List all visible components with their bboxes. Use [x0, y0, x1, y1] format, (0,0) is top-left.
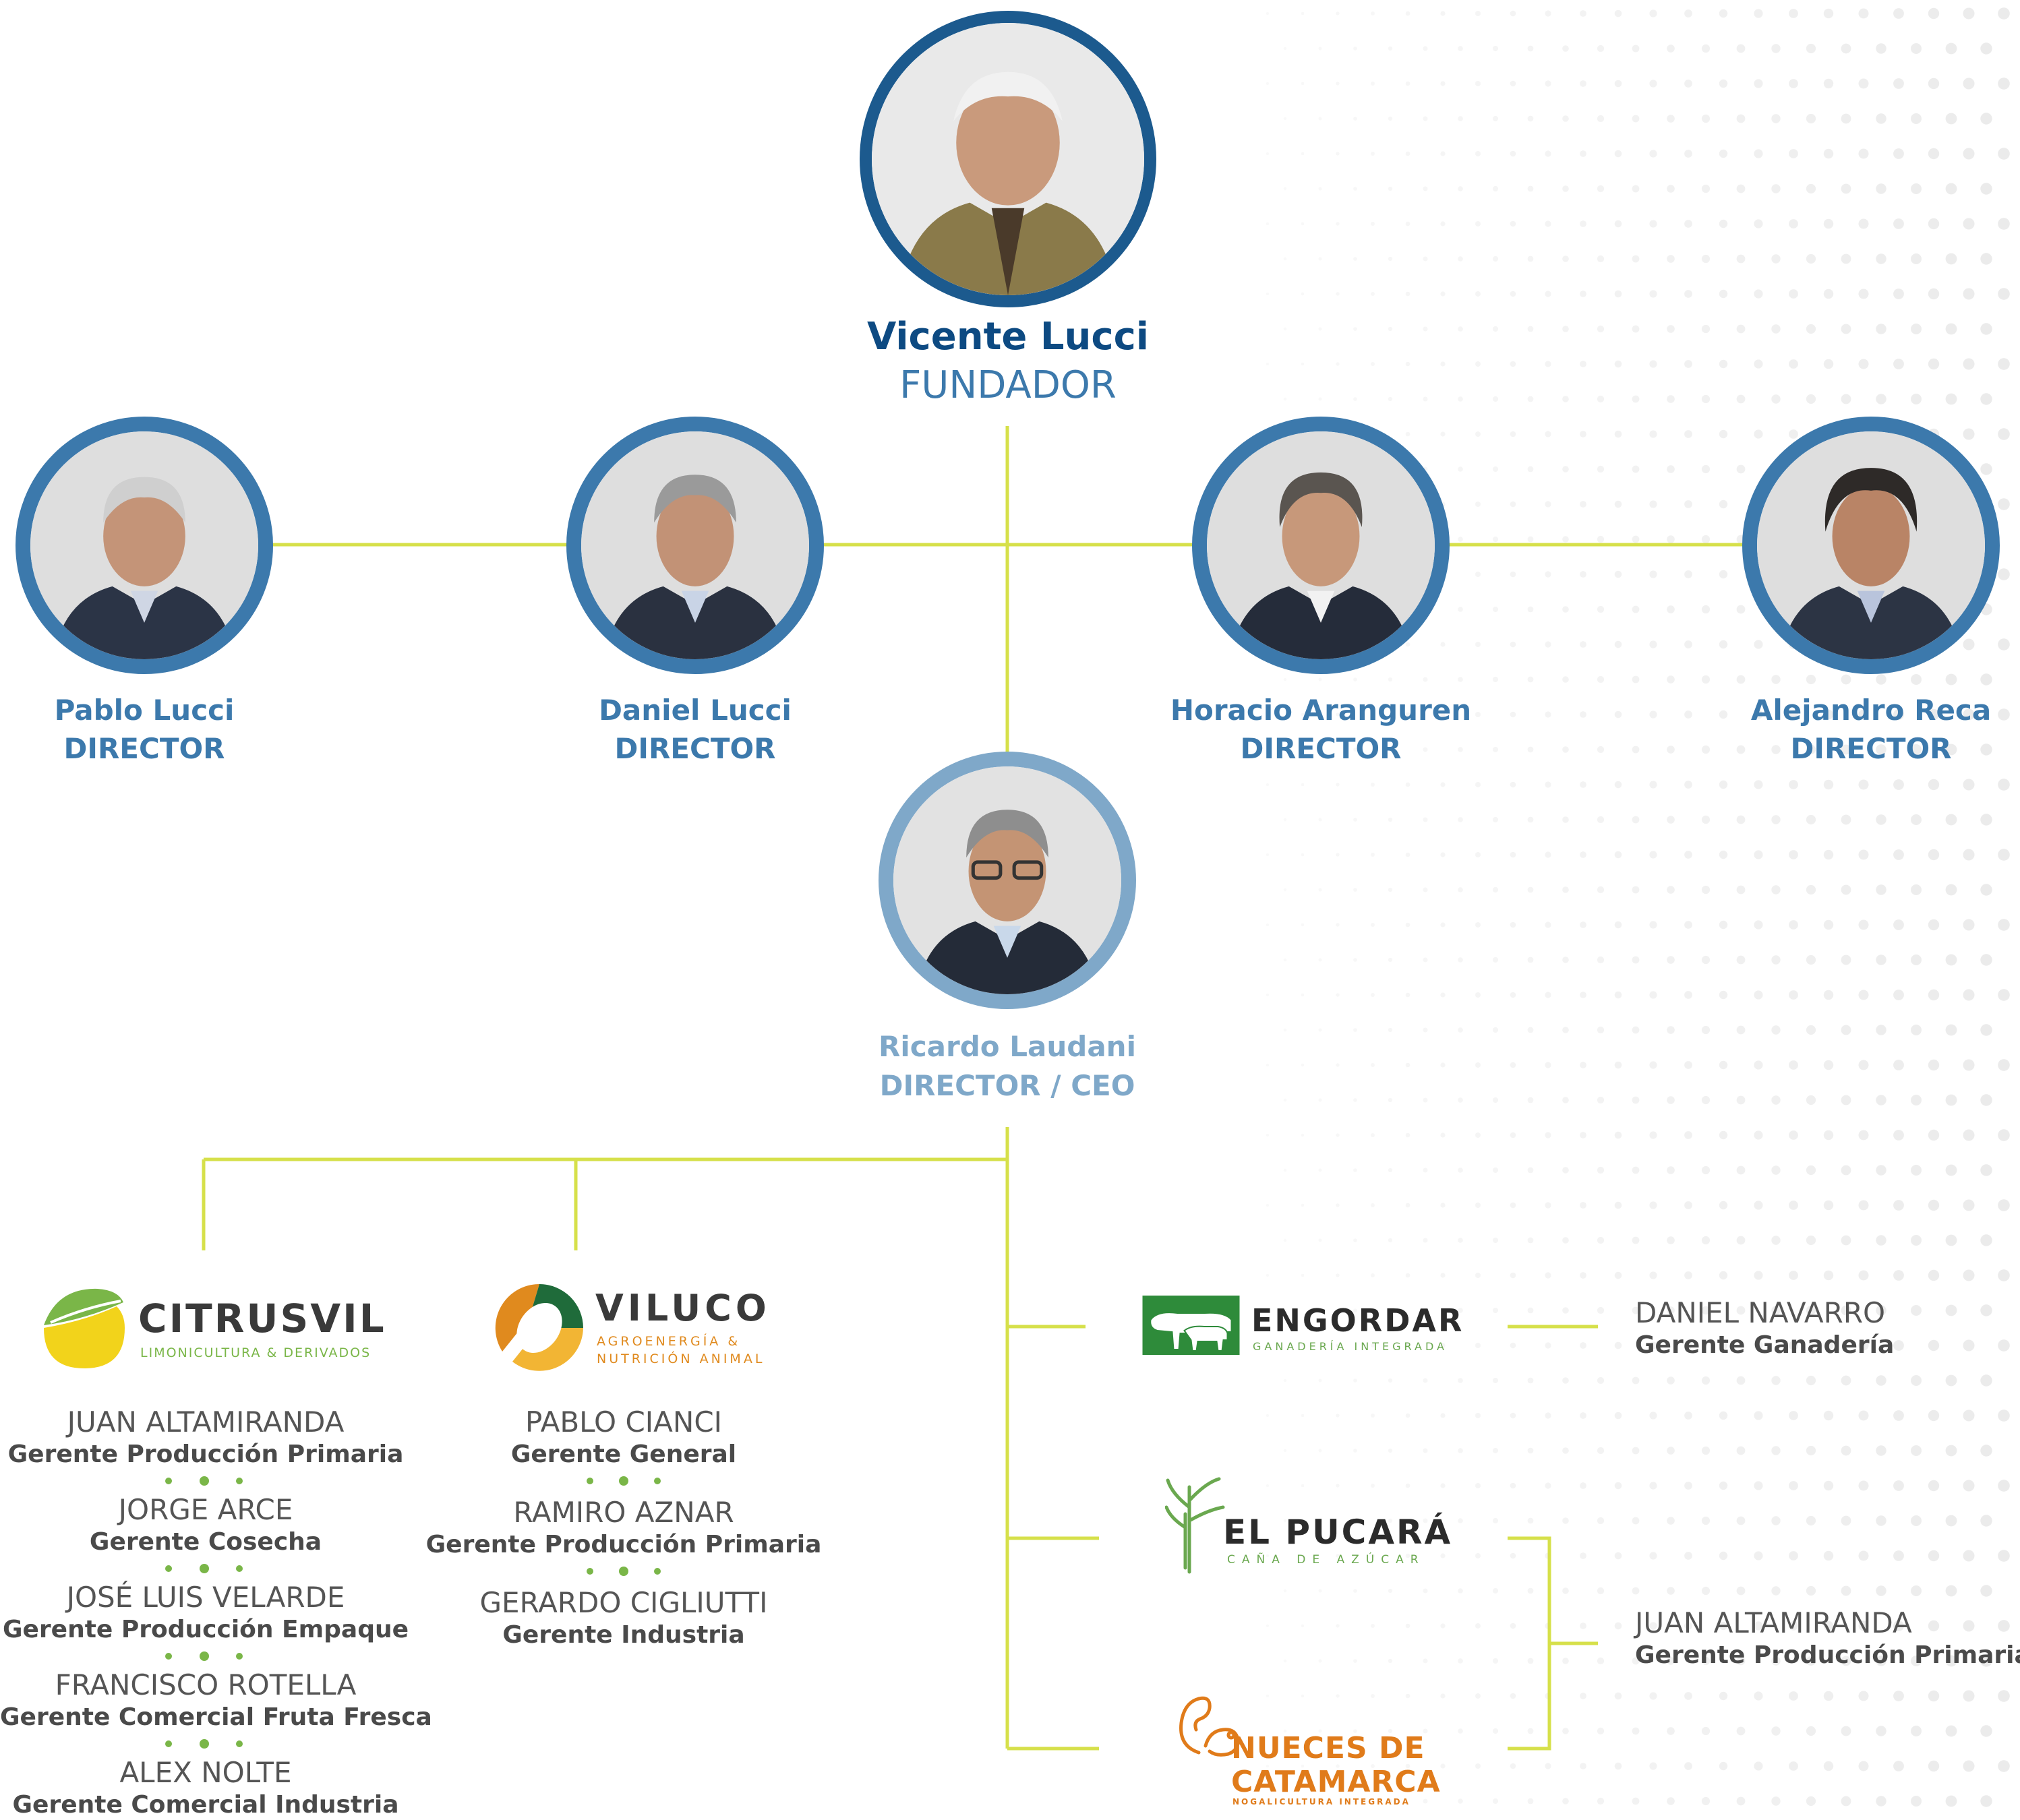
- director-title: DIRECTOR: [1790, 732, 1952, 765]
- portrait-icon: [1757, 431, 1985, 659]
- cattle-icon: [1142, 1296, 1240, 1355]
- portrait-icon: [893, 766, 1121, 994]
- manager-role: Gerente Producción Primaria: [1635, 1641, 2020, 1669]
- manager-name: PABLO CIANCI: [525, 1405, 723, 1438]
- manager-role: Gerente Producción Primaria: [425, 1531, 822, 1558]
- director-title: DIRECTOR: [63, 732, 225, 765]
- manager-name: GERARDO CIGLIUTTI: [479, 1586, 768, 1619]
- director-title: DIRECTOR: [614, 732, 776, 765]
- manager-name: JORGE ARCE: [118, 1493, 293, 1526]
- squirrel-icon: [1179, 1696, 1240, 1757]
- director-name: Horacio Aranguren: [1170, 694, 1472, 727]
- portrait-icon: [581, 431, 809, 659]
- director-avatar-pablo: [16, 417, 273, 674]
- manager-card: JORGE ARCE Gerente Cosecha: [0, 1492, 411, 1557]
- manager-card: PABLO CIANCI Gerente General: [418, 1405, 829, 1469]
- nueces-logo: NUECES DE CATAMARCA NOGALICULTURA INTEGR…: [1172, 1685, 1442, 1807]
- director-label-alejandro: Alejandro Reca DIRECTOR: [1702, 692, 2020, 768]
- viluco-managers: PABLO CIANCI Gerente General RAMIRO AZNA…: [418, 1405, 829, 1650]
- manager-role: Gerente Ganadería: [1635, 1331, 1895, 1359]
- manager-name: ALEX NOLTE: [119, 1756, 292, 1789]
- citrusvil-name: CITRUSVIL: [138, 1296, 386, 1341]
- nueces-tagline: NOGALICULTURA INTEGRADA: [1232, 1797, 1410, 1807]
- pucara-name: EL PUCARÁ: [1223, 1513, 1453, 1552]
- director-name: Alejandro Reca: [1750, 694, 1992, 727]
- dot-separator: [0, 1557, 411, 1580]
- viluco-logo: VILUCO AGROENERGÍA & NUTRICIÓN ANIMAL: [489, 1277, 779, 1378]
- director-avatar-daniel: [566, 417, 824, 674]
- sugarcane-icon: [1165, 1477, 1225, 1574]
- portrait-icon: [872, 23, 1144, 295]
- ceo-avatar: [879, 752, 1136, 1009]
- nueces-name-1: NUECES DE: [1231, 1731, 1425, 1765]
- manager-card: ALEX NOLTE Gerente Comercial Industria: [0, 1755, 411, 1820]
- manager-card: JUAN ALTAMIRANDA Gerente Producción Prim…: [0, 1405, 411, 1469]
- portrait-icon: [30, 431, 258, 659]
- manager-role: Gerente Cosecha: [89, 1528, 322, 1556]
- portrait-icon: [1207, 431, 1435, 659]
- manager-role: Gerente General: [510, 1440, 737, 1468]
- manager-role: Gerente Industria: [502, 1621, 745, 1649]
- dot-separator: [0, 1469, 411, 1492]
- director-title: DIRECTOR: [1240, 732, 1402, 765]
- manager-card: FRANCISCO ROTELLA Gerente Comercial Frut…: [0, 1668, 432, 1732]
- manager-role: Gerente Comercial Industria: [12, 1791, 399, 1819]
- founder-name: Vicente Lucci: [867, 315, 1149, 359]
- manager-role: Gerente Producción Empaque: [2, 1616, 409, 1643]
- ceo-title: DIRECTOR / CEO: [879, 1069, 1135, 1102]
- dot-separator: [418, 1469, 829, 1495]
- shared-manager: JUAN ALTAMIRANDA Gerente Producción Prim…: [1635, 1606, 2020, 1670]
- pucara-logo: EL PUCARÁ CAÑA DE AZÚCAR: [1165, 1474, 1462, 1575]
- dot-separator: [0, 1732, 411, 1755]
- dot-separator: [418, 1560, 829, 1585]
- manager-name: DANIEL NAVARRO: [1635, 1296, 1886, 1329]
- manager-role: Gerente Producción Primaria: [7, 1440, 404, 1468]
- director-label-pablo: Pablo Lucci DIRECTOR: [9, 692, 279, 768]
- viluco-name: VILUCO: [595, 1287, 771, 1329]
- ceo-name: Ricardo Laudani: [879, 1030, 1136, 1063]
- citrusvil-tagline: LIMONICULTURA & DERIVADOS: [140, 1345, 372, 1360]
- viluco-emblem-icon: [495, 1283, 583, 1371]
- connector-pucara-nueces-bracket: [1508, 1536, 1551, 1751]
- manager-name: RAMIRO AZNAR: [513, 1496, 734, 1529]
- engordar-tagline: GANADERÍA INTEGRADA: [1253, 1340, 1448, 1353]
- director-name: Daniel Lucci: [599, 694, 792, 727]
- pucara-tagline: CAÑA DE AZÚCAR: [1227, 1553, 1425, 1567]
- viluco-tagline-1: AGROENERGÍA &: [597, 1334, 741, 1349]
- citrusvil-logo: CITRUSVIL LIMONICULTURA & DERIVADOS: [37, 1281, 388, 1375]
- manager-card: GERARDO CIGLIUTTI Gerente Industria: [418, 1585, 829, 1650]
- manager-role: Gerente Comercial Fruta Fresca: [0, 1703, 432, 1731]
- engordar-name: ENGORDAR: [1251, 1302, 1464, 1339]
- manager-card: RAMIRO AZNAR Gerente Producción Primaria: [418, 1495, 829, 1560]
- citrusvil-managers: JUAN ALTAMIRANDA Gerente Producción Prim…: [0, 1405, 432, 1820]
- viluco-tagline-2: NUTRICIÓN ANIMAL: [597, 1352, 765, 1366]
- engordar-manager: DANIEL NAVARRO Gerente Ganadería: [1635, 1296, 1972, 1360]
- lemon-leaf-icon: [44, 1288, 125, 1368]
- manager-name: FRANCISCO ROTELLA: [55, 1668, 357, 1701]
- director-name: Pablo Lucci: [54, 694, 235, 727]
- engordar-logo: ENGORDAR GANADERÍA INTEGRADA: [1135, 1293, 1486, 1360]
- director-avatar-alejandro: [1742, 417, 2000, 674]
- director-avatar-horacio: [1192, 417, 1450, 674]
- director-label-daniel: Daniel Lucci DIRECTOR: [560, 692, 830, 768]
- dot-separator: [0, 1645, 411, 1668]
- founder-label: Vicente Lucci FUNDADOR: [806, 313, 1210, 411]
- manager-name: JUAN ALTAMIRANDA: [67, 1405, 345, 1438]
- manager-name: JOSÉ LUIS VELARDE: [66, 1581, 345, 1614]
- founder-avatar: [860, 11, 1156, 307]
- founder-title: FUNDADOR: [899, 363, 1117, 407]
- ceo-label: Ricardo Laudani DIRECTOR / CEO: [805, 1027, 1210, 1105]
- manager-card: JOSÉ LUIS VELARDE Gerente Producción Emp…: [0, 1580, 411, 1645]
- nueces-name-2: CATAMARCA: [1231, 1765, 1441, 1799]
- manager-name: JUAN ALTAMIRANDA: [1635, 1606, 1912, 1639]
- director-label-horacio: Horacio Aranguren DIRECTOR: [1152, 692, 1489, 768]
